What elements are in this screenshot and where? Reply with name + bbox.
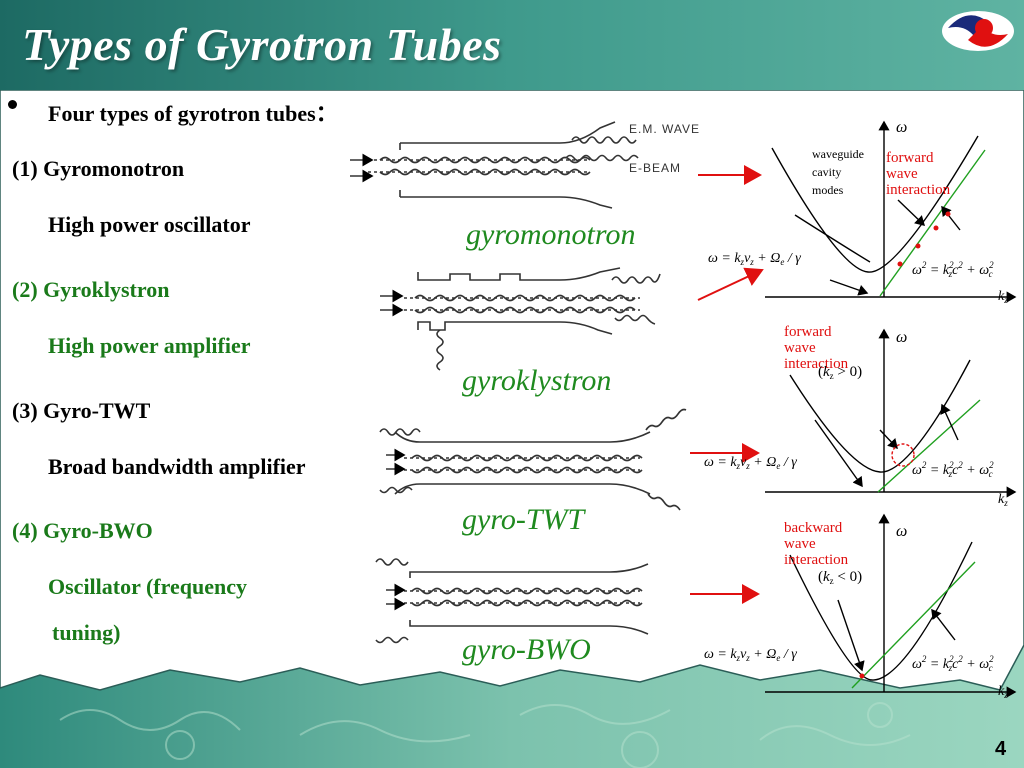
d1-interaction-1: forward <box>886 150 934 166</box>
gyroklystron-tube <box>380 267 661 371</box>
item-4-title: (4) Gyro-BWO <box>12 518 153 543</box>
beam-line-eq-2: ω = kzvz + Ωe / γ <box>704 455 797 471</box>
d1-interaction-3: interaction <box>886 182 951 198</box>
item-1-title: (1) Gyromonotron <box>12 156 185 181</box>
item-2-desc: High power amplifier <box>48 333 251 358</box>
omega-axis-label-1: ω <box>896 119 907 136</box>
dispersion-diagram-3 <box>765 513 1017 698</box>
kz-axis-label-3: kz <box>998 684 1008 700</box>
d3-interaction-3: interaction <box>784 552 849 568</box>
beam-line-eq-3: ω = kzvz + Ωe / γ <box>704 647 797 663</box>
content-panel <box>0 90 1024 691</box>
red-arrows <box>690 165 764 604</box>
item-3-title: (3) Gyro-TWT <box>12 398 151 423</box>
beam-line-eq-1: ω = kzvz + Ωe / γ <box>708 251 801 267</box>
item-4-desc-2: tuning) <box>52 620 121 645</box>
item-4-desc: Oscillator (frequency <box>48 574 247 599</box>
d2-interaction-2: wave <box>784 340 816 356</box>
modes-label-2: cavity <box>812 165 841 179</box>
label-gyroklystron: gyroklystron <box>462 364 612 397</box>
d2-interaction-1: forward <box>784 324 832 340</box>
e-beam-label: E-BEAM <box>629 161 681 175</box>
page-number: 4 <box>995 738 1007 760</box>
label-gyro-bwo: gyro-BWO <box>462 633 591 666</box>
gyro-bwo-tube <box>375 558 649 644</box>
d1-interaction-2: wave <box>886 166 918 182</box>
omega-axis-label-3: ω <box>896 523 907 540</box>
omega-axis-label-2: ω <box>896 329 907 346</box>
dispersion-diagram-1 <box>765 120 1017 303</box>
dispersion-diagram-2 <box>765 328 1017 498</box>
label-gyro-twt: gyro-TWT <box>462 503 585 536</box>
em-wave-label: E.M. WAVE <box>629 122 700 136</box>
slide-title: Types of Gyrotron Tubes <box>22 19 502 70</box>
kz-axis-label-2: kz <box>998 492 1008 508</box>
d3-interaction-2: wave <box>784 536 816 552</box>
bullet-icon <box>8 100 17 109</box>
modes-label-1: waveguide <box>812 147 864 161</box>
condition-forward: (kz > 0) <box>818 364 862 381</box>
condition-backward: (kz < 0) <box>818 569 862 586</box>
item-1-desc: High power oscillator <box>48 212 251 237</box>
item-2-title: (2) Gyroklystron <box>12 277 170 302</box>
label-gyromonotron: gyromonotron <box>466 218 636 251</box>
kz-axis-label-1: kz <box>998 289 1008 305</box>
gyro-twt-tube <box>379 408 687 511</box>
modes-label-3: modes <box>812 183 844 197</box>
item-3-desc: Broad bandwidth amplifier <box>48 454 306 479</box>
gyromonotron-tube <box>350 121 639 209</box>
d3-interaction-1: backward <box>784 520 843 536</box>
d2-interaction-3: interaction <box>784 356 849 372</box>
intro-text: Four types of gyrotron tubes： <box>48 101 338 126</box>
logo-icon <box>942 11 1014 51</box>
